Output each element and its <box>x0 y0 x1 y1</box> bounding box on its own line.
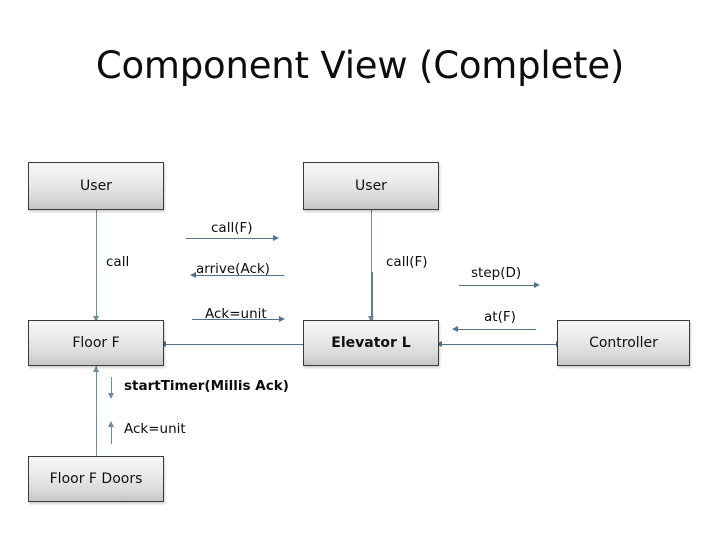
connector-user-to-elevator-upper <box>371 210 372 272</box>
connector-arrive-ack-arrowhead-icon <box>190 271 196 278</box>
message-label-ack-unit-bottom: Ack=unit <box>124 421 186 437</box>
connector-start-timer-arrowhead-icon <box>107 393 114 399</box>
message-label-step-d: step(D) <box>471 265 522 281</box>
connector-user-to-floor-f <box>96 210 97 322</box>
connector-arrive-ack-line <box>196 275 284 276</box>
component-label-user-top-left: User <box>80 178 112 194</box>
connector-floor-f-to-doors-arrowhead-icon <box>92 366 99 372</box>
connector-ack-unit-top-line <box>192 319 280 320</box>
component-box-user-top-left[interactable]: User <box>28 162 164 210</box>
connector-floor-f-to-elevator-bus <box>166 344 306 345</box>
message-label-arrive-ack: arrive(Ack) <box>196 261 270 277</box>
connector-ack-unit-top-arrowhead-icon <box>279 315 285 322</box>
component-box-controller[interactable]: Controller <box>557 320 690 366</box>
component-box-user-top-middle[interactable]: User <box>303 162 439 210</box>
component-label-user-top-middle: User <box>355 178 387 194</box>
connector-call-f-top-line <box>186 238 274 239</box>
message-label-call-f-middle: call(F) <box>386 254 428 270</box>
page-title: Component View (Complete) <box>95 44 625 87</box>
component-box-elevator-l[interactable]: Elevator L <box>303 320 439 366</box>
component-label-floor-f-doors: Floor F Doors <box>49 471 143 487</box>
connector-step-d-arrowhead-icon <box>534 281 540 288</box>
message-label-at-f: at(F) <box>484 309 516 325</box>
connector-at-f-arrowhead-icon <box>452 325 458 332</box>
connector-ack-unit-bottom-line <box>111 424 112 444</box>
connector-floor-f-to-doors <box>96 366 97 456</box>
component-box-floor-f[interactable]: Floor F <box>28 320 164 366</box>
connector-elevator-controller-bus <box>442 344 558 345</box>
message-label-ack-unit-top: Ack=unit <box>205 306 267 322</box>
connector-elevator-controller-bus-arrowhead-left-icon <box>436 340 442 347</box>
message-label-call-f-top: call(F) <box>211 220 253 236</box>
component-label-elevator-l: Elevator L <box>331 335 411 351</box>
connector-at-f-line <box>458 329 536 330</box>
connector-user-to-elevator-arrowhead-icon <box>367 316 374 322</box>
message-label-start-timer: startTimer(Millis Ack) <box>124 378 289 394</box>
connector-call-f-top-arrowhead-icon <box>273 234 279 241</box>
component-label-controller: Controller <box>589 335 658 351</box>
connector-ack-unit-bottom-arrowhead-icon <box>107 421 114 427</box>
connector-step-d-line <box>459 285 535 286</box>
connector-start-timer-line <box>111 377 112 397</box>
connector-user-to-elevator-lower <box>370 272 373 320</box>
connector-user-to-floor-f-arrowhead-icon <box>92 316 99 322</box>
component-box-floor-f-doors[interactable]: Floor F Doors <box>28 456 164 502</box>
message-label-call: call <box>106 254 130 270</box>
component-label-floor-f: Floor F <box>72 335 120 351</box>
